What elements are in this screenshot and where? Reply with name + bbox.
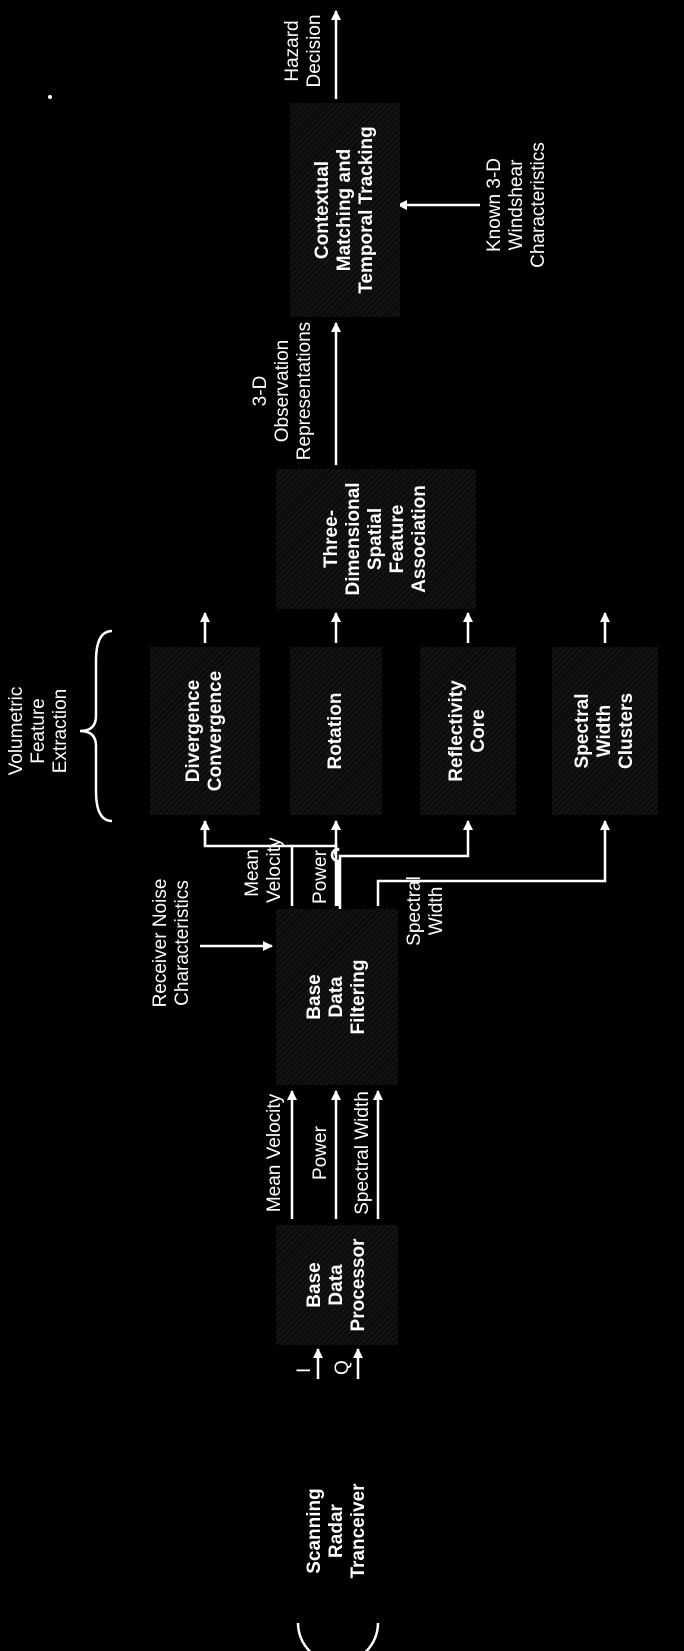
- divergence-block: Divergence Convergence: [150, 647, 260, 815]
- base-processor-line-2: Data: [326, 1264, 347, 1306]
- radar-line-3: Tranceiver: [348, 1483, 369, 1579]
- radar-block: Scanning Radar Tranceiver: [276, 1451, 398, 1611]
- receiver-noise-label: Receiver Noise Characteristics: [150, 878, 193, 1008]
- association-line-2: Dimensional: [343, 482, 364, 596]
- divergence-line-1: Divergence: [183, 679, 204, 783]
- rotation-line-1: Rotation: [325, 692, 346, 770]
- association-line-4: Feature: [387, 504, 408, 574]
- radar-line-2: Radar: [326, 1504, 347, 1558]
- rotation-block: Rotation: [290, 647, 382, 815]
- hazard-label: Hazard Decision: [282, 14, 325, 88]
- base-filtering-line-3: Filtering: [348, 959, 369, 1035]
- radar-line-1: Scanning: [304, 1488, 325, 1574]
- base-filtering-line-2: Data: [326, 976, 347, 1018]
- spectral-clusters-line-3: Clusters: [616, 692, 637, 770]
- power-label-2: Power: [310, 850, 331, 904]
- volumetric-label: Volumetric Feature Extraction: [6, 686, 71, 776]
- extraction-brace: [79, 629, 113, 823]
- base-processor-line-3: Processor: [348, 1238, 369, 1332]
- spectral-clusters-line-2: Width: [594, 704, 615, 758]
- contextual-line-3: Temporal Tracking: [356, 126, 377, 294]
- association-line-5: Association: [409, 485, 430, 593]
- base-filtering-block: Base Data Filtering: [276, 909, 398, 1085]
- observation-label: 3-D Observation Representations: [250, 321, 315, 461]
- spectral-width-label-1: Spectral Width: [352, 1091, 373, 1215]
- base-filtering-line-1: Base: [304, 974, 325, 1020]
- spectral-clusters-block: Spectral Width Clusters: [552, 647, 658, 815]
- power-label-1: Power: [310, 1126, 331, 1180]
- contextual-line-2: Matching and: [334, 148, 355, 272]
- stray-dot: [48, 95, 52, 99]
- base-processor-line-1: Base: [304, 1262, 325, 1308]
- spectral-clusters-line-1: Spectral: [572, 693, 593, 769]
- power-route: [334, 843, 338, 906]
- reflectivity-line-1: Reflectivity: [446, 680, 467, 782]
- association-line-3: Spatial: [365, 507, 386, 571]
- contextual-line-1: Contextual: [312, 160, 333, 260]
- power-to-reflectivity-route: [330, 847, 340, 906]
- divergence-line-2: Convergence: [205, 670, 226, 792]
- spectral-width-route: [376, 820, 610, 906]
- known-windshear-label: Known 3-D Windshear Characteristics: [484, 142, 549, 268]
- spectral-width-label-2: Spectral Width: [404, 876, 447, 946]
- radar-dish-icon: [296, 1622, 380, 1651]
- q-label: Q: [332, 1360, 353, 1375]
- mean-velocity-label-1: Mean Velocity: [264, 1093, 285, 1213]
- mean-velocity-label-2: Mean Velocity: [242, 837, 285, 903]
- association-line-1: Three-: [321, 509, 342, 569]
- contextual-block: Contextual Matching and Temporal Trackin…: [290, 103, 400, 317]
- i-label: I: [294, 1367, 315, 1373]
- reflectivity-line-2: Core: [468, 709, 489, 753]
- mean-velocity-to-rotation-route: [292, 820, 341, 848]
- reflectivity-block: Reflectivity Core: [420, 647, 516, 815]
- base-processor-block: Base Data Processor: [276, 1225, 398, 1345]
- association-block: Three- Dimensional Spatial Feature Assoc…: [276, 469, 476, 609]
